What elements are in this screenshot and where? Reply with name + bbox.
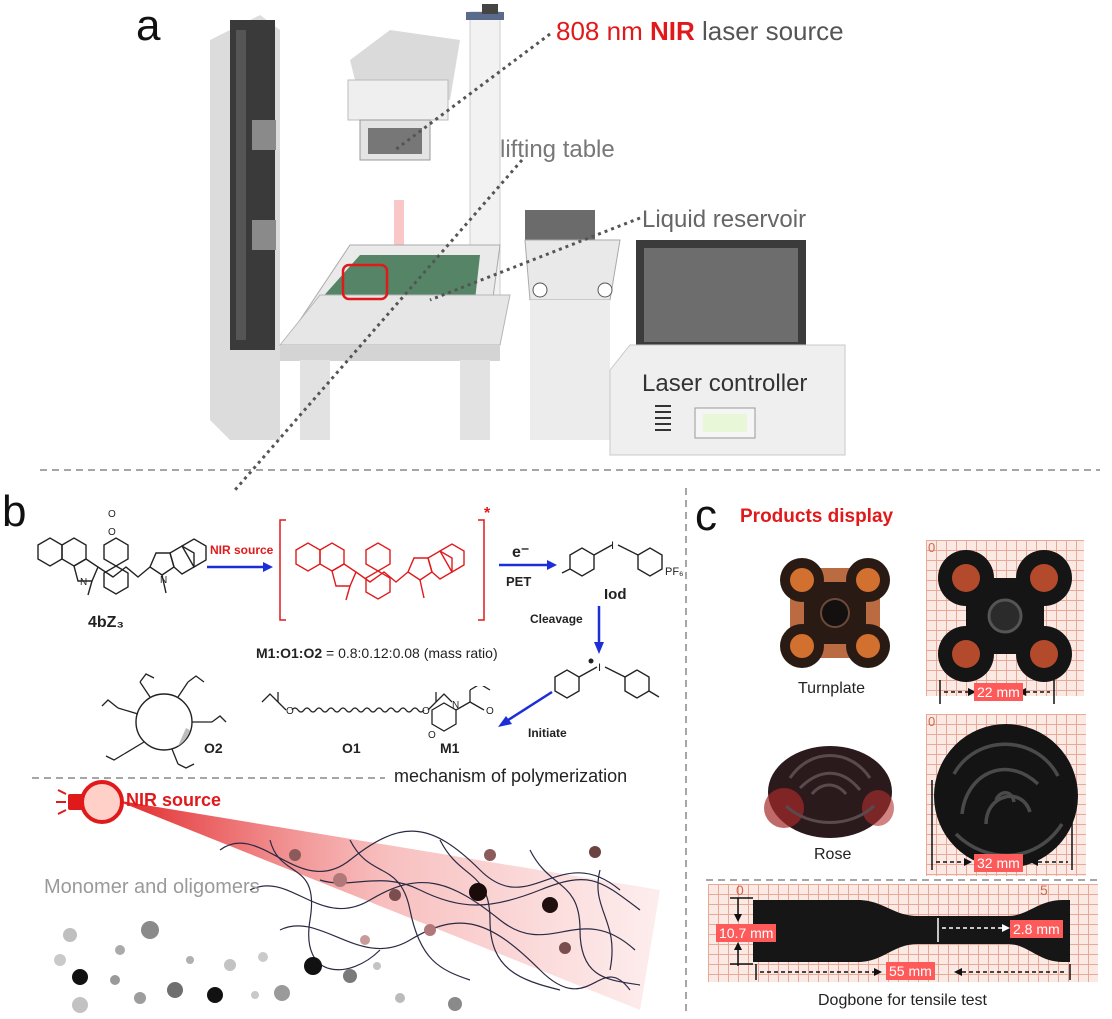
dye-structure: N N O O: [37, 509, 207, 596]
svg-text:O: O: [422, 706, 430, 717]
svg-text:O: O: [108, 527, 116, 538]
separator-bc: [685, 488, 687, 1016]
svg-text:O: O: [108, 509, 116, 520]
printer-illustration: [210, 4, 846, 456]
rose-dim-arrows: [931, 780, 1073, 870]
mass-ratio: M1:O1:O2 = 0.8:0.12:0.08 (mass ratio): [256, 645, 498, 661]
initiate-label: Initiate: [528, 726, 567, 740]
ratio-components: M1:O1:O2: [256, 645, 323, 661]
svg-text:I: I: [598, 662, 601, 674]
iod-structure: I: [561, 540, 663, 577]
laser-controller-label: Laser controller: [642, 370, 808, 397]
panel-label-c: c: [695, 491, 717, 540]
panel-label-b: b: [2, 487, 27, 536]
laser-source-label: 808 nm NIR laser source: [556, 16, 844, 47]
svg-text:O: O: [486, 706, 494, 717]
dogbone-caption: Dogbone for tensile test: [818, 992, 987, 1009]
svg-text:O: O: [286, 706, 294, 717]
m1-label: M1: [440, 740, 460, 756]
ratio-values: = 0.8:0.12:0.08 (mass ratio): [326, 645, 498, 661]
rose-grid-photo: [926, 714, 1086, 876]
pet-arrow: [499, 560, 557, 570]
m1-structure: N O O: [428, 686, 494, 741]
pet-label: PET: [506, 574, 532, 589]
mechanism-label: mechanism of polymerization: [394, 766, 628, 786]
monomers-label: Monomer and oligomers: [44, 876, 260, 898]
turnplate-ruler-zero: 0: [928, 540, 936, 555]
radical-structure: I: [554, 658, 660, 699]
mechanism-separator: [32, 777, 385, 779]
turnplate-photo: [780, 558, 890, 668]
panel-a-leader-lines: [233, 32, 641, 491]
dogbone-separator: [706, 879, 1100, 881]
initiate-arrow: [498, 690, 553, 727]
o1-structure: O O: [261, 692, 453, 717]
rose-photo: [764, 746, 894, 838]
pf6-label: PF₆: [665, 566, 684, 578]
turnplate-label: Turnplate: [798, 680, 865, 697]
o2-structure: [101, 673, 227, 769]
nir-source-arrow-label: NIR source: [210, 543, 274, 557]
laser-nir: NIR: [649, 16, 695, 46]
dogbone-neck: 2.8 mm: [1010, 920, 1063, 938]
dogbone-dim-arrows: [730, 897, 1071, 980]
lifting-table-label: lifting table: [500, 136, 615, 163]
rose-ruler-zero: 0: [928, 714, 936, 729]
nir-source-bulb-label: NIR source: [126, 790, 222, 810]
cleavage-label: Cleavage: [530, 612, 583, 626]
turnplate-grid-photo: [926, 540, 1084, 696]
turnplate-dim-arrows: [939, 680, 1055, 704]
excited-state-star: *: [484, 505, 491, 522]
dye-label: 4bZ₃: [88, 614, 124, 631]
nir-arrow: [207, 562, 273, 572]
svg-text:N: N: [160, 575, 167, 586]
svg-text:I: I: [611, 540, 614, 552]
dogbone-zero: 0: [736, 882, 744, 898]
liquid-reservoir-label: Liquid reservoir: [642, 206, 807, 233]
rose-dimension: 32 mm: [974, 854, 1023, 872]
o1-label: O1: [342, 740, 361, 756]
o2-label: O2: [204, 740, 223, 756]
cleavage-arrow: [594, 606, 604, 654]
dogbone-five: 5: [1040, 882, 1048, 898]
turnplate-dimension: 22 mm: [974, 683, 1023, 701]
laser-wavelength: 808 nm: [556, 16, 643, 46]
dogbone-height: 10.7 mm: [716, 924, 777, 942]
polymerization-illustration: [54, 780, 660, 1013]
electron-label: e⁻: [512, 544, 530, 561]
iod-label: Iod: [604, 586, 627, 603]
svg-text:N: N: [452, 700, 459, 711]
rose-label: Rose: [814, 846, 852, 863]
svg-text:O: O: [428, 730, 436, 741]
laser-rest: laser source: [701, 16, 844, 46]
products-display-title: Products display: [740, 506, 894, 527]
svg-text:N: N: [80, 577, 87, 588]
dogbone-length: 55 mm: [886, 962, 935, 980]
panel-label-a: a: [136, 1, 161, 50]
excited-dye-structure: [279, 519, 485, 621]
separator-ab: [40, 469, 1100, 471]
